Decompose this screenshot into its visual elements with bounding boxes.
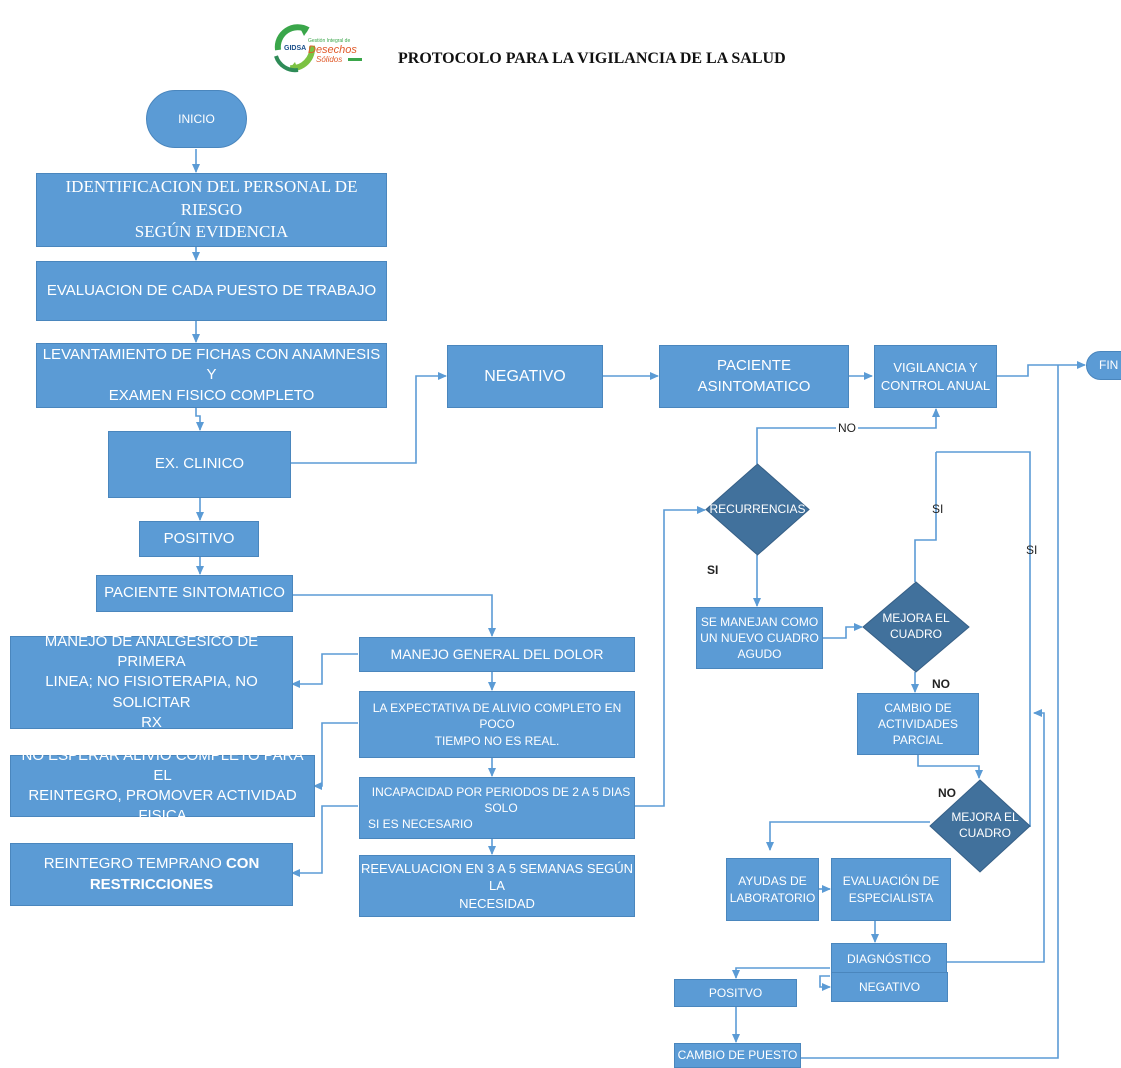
expectativa-line-1: LA EXPECTATIVA DE ALIVIO COMPLETO EN POC… xyxy=(372,701,622,732)
reevaluacion-line-1: REEVALUACION EN 3 A 5 SEMANAS SEGÚN LA xyxy=(360,860,634,894)
recurrencias-decision: RECURRENCIAS xyxy=(705,463,810,556)
nuevo-cuadro-box: SE MANEJAN COMO UN NUEVO CUADRO AGUDO xyxy=(696,607,823,669)
svg-text:GIDSA: GIDSA xyxy=(284,45,306,52)
ayudas-laboratorio-box: AYUDAS DE LABORATORIO xyxy=(726,858,819,921)
negativo-box: NEGATIVO xyxy=(447,345,603,408)
evaluacion-puesto-box: EVALUACION DE CADA PUESTO DE TRABAJO xyxy=(36,261,387,321)
identificacion-line-1: IDENTIFICACION DEL PERSONAL DE RIESGO xyxy=(65,176,358,219)
no-esperar-box: NO ESPERAR ALIVIO COMPLETO PARA EL REINT… xyxy=(10,747,315,824)
page-title: PROTOCOLO PARA LA VIGILANCIA DE LA SALUD xyxy=(398,50,786,67)
cambio-actividades-line-1: CAMBIO DE xyxy=(884,700,952,715)
paciente-sintomatico-box: PACIENTE SINTOMATICO xyxy=(96,575,293,612)
cambio-puesto-box: CAMBIO DE PUESTO xyxy=(674,1043,801,1068)
negativo-label: NEGATIVO xyxy=(484,367,566,385)
reintegro-text: REINTEGRO TEMPRANO xyxy=(43,855,226,873)
cambio-actividades-box: CAMBIO DE ACTIVIDADES PARCIAL xyxy=(857,693,979,755)
label-no-mejora2: NO xyxy=(938,786,956,800)
positvo-label: POSITVO xyxy=(708,985,763,1000)
nuevo-cuadro-line-2: UN NUEVO CUADRO xyxy=(700,630,819,645)
manejo-analgesico-line-2: LINEA; NO FISIOTERAPIA, NO SOLICITAR xyxy=(45,673,258,711)
positivo-box: POSITIVO xyxy=(139,521,259,557)
levantamiento-line-2: EXAMEN FISICO COMPLETO xyxy=(108,386,315,404)
evaluacion-puesto-label: EVALUACION DE CADA PUESTO DE TRABAJO xyxy=(46,281,377,299)
label-si-recurrencias: SI xyxy=(707,563,719,577)
manejo-general-box: MANEJO GENERAL DEL DOLOR xyxy=(359,637,635,672)
paciente-asintomatico-label: PACIENTE ASINTOMATICO xyxy=(697,357,811,395)
manejo-analgesico-box: MANEJO DE ANALGESICO DE PRIMERA LINEA; N… xyxy=(10,633,293,731)
svg-text:Desechos: Desechos xyxy=(308,44,357,56)
recurrencias-label: RECURRENCIAS xyxy=(709,501,806,516)
especialista-line-2: ESPECIALISTA xyxy=(848,890,934,905)
vigilancia-box: VIGILANCIA Y CONTROL ANUAL xyxy=(874,345,997,408)
gidsa-logo: GIDSA Gestión Integral de Desechos Sólid… xyxy=(268,20,368,74)
diagnostico-label: DIAGNÓSTICO xyxy=(846,952,931,967)
ex-clinico-box: EX. CLINICO xyxy=(108,431,291,498)
label-si-mejora1: SI xyxy=(932,502,944,516)
identificacion-box: IDENTIFICACION DEL PERSONAL DE RIESGO SE… xyxy=(36,173,387,247)
reintegro-con: CON xyxy=(225,855,260,873)
identificacion-line-2: SEGÚN EVIDENCIA xyxy=(134,222,289,242)
evaluacion-especialista-box: EVALUACIÓN DE ESPECIALISTA xyxy=(831,858,951,921)
vigilancia-line-1: VIGILANCIA Y xyxy=(893,359,978,375)
label-no-top: NO xyxy=(836,421,858,435)
levantamiento-line-1: LEVANTAMIENTO DE FICHAS CON ANAMNESIS Y xyxy=(42,346,381,384)
manejo-analgesico-line-1: MANEJO DE ANALGESICO DE PRIMERA xyxy=(44,632,259,671)
manejo-general-label: MANEJO GENERAL DEL DOLOR xyxy=(390,646,604,663)
mejora1-line-2: CUADRO xyxy=(889,627,942,641)
inicio-label: INICIO xyxy=(178,111,215,126)
mejora2-line-1: MEJORA EL xyxy=(951,810,1019,825)
svg-text:Gestión Integral de: Gestión Integral de xyxy=(308,38,350,44)
mejora-cuadro-decision-2: MEJORA EL CUADRO xyxy=(929,779,1031,873)
negativo-result-box: NEGATIVO xyxy=(831,972,948,1002)
positivo-label: POSITIVO xyxy=(163,529,235,547)
label-no-mejora1: NO xyxy=(932,677,950,691)
mejora-cuadro-decision-1: MEJORA EL CUADRO xyxy=(862,581,970,673)
incapacidad-line-1: INCAPACIDAD POR PERIODOS DE 2 A 5 DIAS S… xyxy=(371,784,631,815)
expectativa-line-2: TIEMPO NO ES REAL. xyxy=(434,733,560,748)
mejora1-line-1: MEJORA EL xyxy=(882,611,950,626)
label-si-mejora2: SI xyxy=(1026,543,1038,557)
paciente-asintomatico-box: PACIENTE ASINTOMATICO xyxy=(659,345,849,408)
reintegro-box: REINTEGRO TEMPRANO CON RESTRICCIONES xyxy=(10,843,293,906)
reevaluacion-line-2: NECESIDAD xyxy=(459,895,535,911)
mejora2-line-2: CUADRO xyxy=(958,826,1011,840)
no-esperar-line-2: REINTEGRO, PROMOVER ACTIVIDAD FISICA xyxy=(28,787,297,825)
cambio-actividades-line-3: PARCIAL xyxy=(892,733,944,748)
inicio-terminator: INICIO xyxy=(146,90,247,148)
negativo-result-label: NEGATIVO xyxy=(858,979,921,994)
nuevo-cuadro-line-1: SE MANEJAN COMO xyxy=(700,614,819,629)
cambio-actividades-line-2: ACTIVIDADES xyxy=(877,716,958,731)
cambio-puesto-label: CAMBIO DE PUESTO xyxy=(677,1048,798,1063)
reintegro-restricciones: RESTRICCIONES xyxy=(89,875,214,893)
expectativa-box: LA EXPECTATIVA DE ALIVIO COMPLETO EN POC… xyxy=(359,691,635,758)
diagnostico-box: DIAGNÓSTICO xyxy=(831,943,947,976)
reevaluacion-box: REEVALUACION EN 3 A 5 SEMANAS SEGÚN LA N… xyxy=(359,855,635,917)
vigilancia-line-2: CONTROL ANUAL xyxy=(880,377,991,393)
paciente-sintomatico-label: PACIENTE SINTOMATICO xyxy=(104,584,285,602)
ex-clinico-label: EX. CLINICO xyxy=(154,455,245,473)
ayudas-line-1: AYUDAS DE xyxy=(738,874,807,889)
incapacidad-line-2: SI ES NECESARIO xyxy=(368,817,473,832)
no-esperar-line-1: NO ESPERAR ALIVIO COMPLETO PARA EL xyxy=(21,746,304,784)
fin-label: FIN xyxy=(1099,358,1119,373)
especialista-line-1: EVALUACIÓN DE xyxy=(842,874,940,889)
positvo-box: POSITVO xyxy=(674,979,797,1007)
fin-terminator: FIN xyxy=(1086,351,1121,380)
svg-text:Sólidos: Sólidos xyxy=(316,55,342,64)
levantamiento-box: LEVANTAMIENTO DE FICHAS CON ANAMNESIS Y … xyxy=(36,343,387,408)
nuevo-cuadro-line-3: AGUDO xyxy=(737,647,782,662)
incapacidad-box: INCAPACIDAD POR PERIODOS DE 2 A 5 DIAS S… xyxy=(359,777,635,839)
ayudas-line-2: LABORATORIO xyxy=(729,890,816,905)
manejo-analgesico-line-3: RX xyxy=(141,713,162,731)
